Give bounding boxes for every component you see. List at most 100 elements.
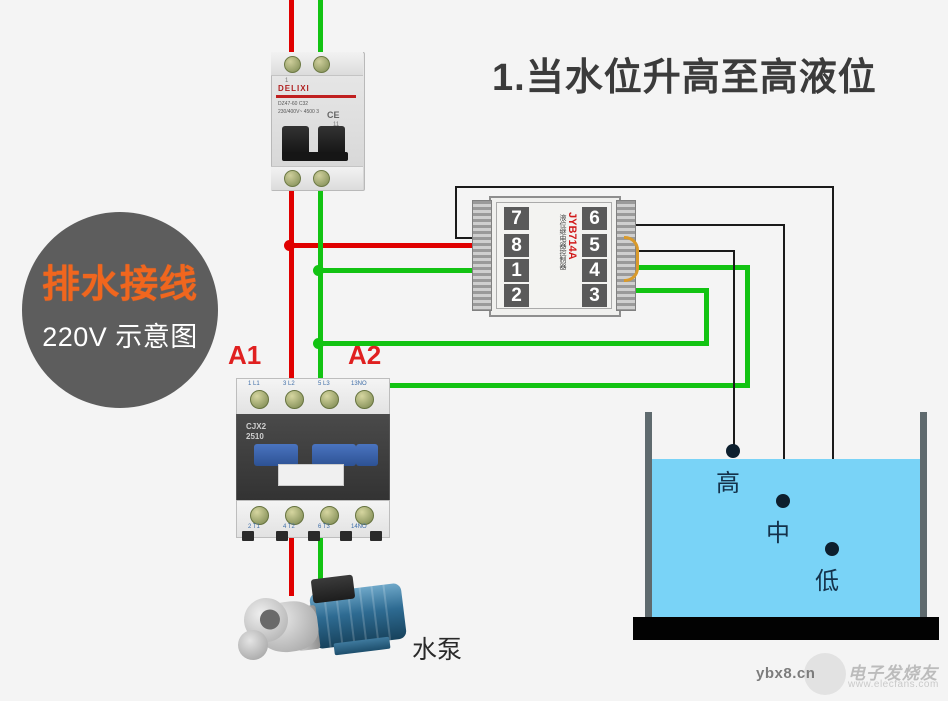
tank-wall-left <box>645 412 652 620</box>
breaker-terminal-screw-l2[interactable] <box>313 56 330 73</box>
relay-pin-8[interactable]: 8 <box>504 234 529 257</box>
breaker-spec: DZ47-60 C32 230/400V~ 4500 3 <box>278 101 320 115</box>
watermark-circle-icon <box>804 653 846 695</box>
relay-pin-3[interactable]: 3 <box>582 284 607 307</box>
relay-pin-7[interactable]: 7 <box>504 207 529 230</box>
contactor-claw-2 <box>276 531 288 541</box>
junction-green-a2 <box>313 338 324 349</box>
contactor-model-line2: 2510 <box>246 432 264 442</box>
info-badge: 排水接线 220V 示意图 <box>22 212 218 408</box>
probe-electrode-low <box>825 542 839 556</box>
breaker-lever-bar[interactable] <box>282 152 348 161</box>
label-coil-a1: A1 <box>228 340 262 370</box>
tank-base <box>633 617 939 640</box>
contactor-screw-t1[interactable] <box>250 506 269 525</box>
contactor-blue-bridge-left <box>254 444 298 466</box>
wire-green-to-relay-pin1 <box>318 268 481 273</box>
label-level-mid: 中 <box>766 520 790 547</box>
relay-pin-2[interactable]: 2 <box>504 284 529 307</box>
contactor-claw-3 <box>308 531 320 541</box>
contactor-screw-l3[interactable] <box>320 390 339 409</box>
wire-black-pin6-across <box>628 224 784 226</box>
water-tank <box>633 412 939 640</box>
contactor-white-plate <box>278 464 344 486</box>
page-title: 1.当水位升高至高液位 <box>492 57 877 99</box>
relay-pin-4[interactable]: 4 <box>582 259 607 282</box>
level-relay[interactable]: 7 8 1 2 6 5 4 3 JYB714A 液位继电器控制器 <box>472 196 639 317</box>
wire-red-to-relay-pin8 <box>289 243 481 248</box>
contactor-term-label-l2: 3 L2 <box>283 381 295 387</box>
wire-green-top <box>318 0 323 56</box>
contactor-claw-5 <box>370 531 382 541</box>
wire-black-pin7-stub <box>455 237 479 239</box>
tank-wall-right <box>920 412 927 620</box>
contactor-term-label-l1: 1 L1 <box>248 381 260 387</box>
wire-black-pin7-up <box>455 186 457 239</box>
water-pump <box>238 574 408 664</box>
wire-green-up-to-pin3 <box>704 288 709 344</box>
badge-title: 排水接线 <box>41 263 198 306</box>
relay-retainer-hook-icon <box>624 236 639 282</box>
wire-black-to-low-probe <box>832 186 834 548</box>
tank-water <box>652 459 920 620</box>
breaker-terminal-screw-l1[interactable] <box>284 56 301 73</box>
contactor-screw-l1[interactable] <box>250 390 269 409</box>
contactor-term-label-t3: 6 T3 <box>318 524 330 530</box>
pump-terminal-box <box>310 574 356 604</box>
pump-inlet-hole <box>258 608 282 631</box>
contactor-model: CJX2 2510 <box>246 422 266 443</box>
probe-electrode-high <box>726 444 740 458</box>
probe-electrode-mid <box>776 494 790 508</box>
wire-black-to-high-probe <box>733 250 735 450</box>
wire-green-pin4-return <box>318 383 750 388</box>
relay-chinese-label: 液位继电器控制器 <box>559 214 566 270</box>
contactor-screw-t2[interactable] <box>285 506 304 525</box>
contactor-screw-no[interactable] <box>355 390 374 409</box>
wire-green-from-pin4 <box>628 265 750 270</box>
watermark-url: www.elecfans.com <box>848 679 939 690</box>
label-coil-a2: A2 <box>348 340 382 370</box>
contactor-term-label-nc: 14NO <box>351 524 367 530</box>
relay-clip-right <box>616 200 636 311</box>
label-water-pump: 水泵 <box>412 636 463 664</box>
wire-red-top <box>289 0 294 56</box>
relay-clip-left <box>472 200 492 311</box>
wire-black-pin7-across <box>455 186 834 188</box>
wire-green-a2-run <box>318 341 709 346</box>
wire-black-to-mid-probe <box>783 224 785 500</box>
label-level-low: 低 <box>815 568 839 595</box>
relay-pin-5[interactable]: 5 <box>582 234 607 257</box>
breaker-pole-num-left: 1 <box>285 78 289 84</box>
contactor-term-label-t1: 2 T1 <box>248 524 260 530</box>
contactor-screw-nc[interactable] <box>355 506 374 525</box>
contactor-blue-bridge-right <box>312 444 356 466</box>
wire-green-pin4-down <box>745 265 750 387</box>
label-level-high: 高 <box>716 470 740 497</box>
contactor-screw-l2[interactable] <box>285 390 304 409</box>
wire-black-pin5-across <box>628 250 734 252</box>
relay-pin-1[interactable]: 1 <box>504 259 529 282</box>
ac-contactor[interactable]: 1 L1 3 L2 5 L3 13NO 2 T1 4 T2 6 T3 14NO … <box>236 378 390 541</box>
wire-green-breaker-to-contactor <box>318 182 323 388</box>
wire-red-breaker-to-contactor <box>289 182 294 388</box>
contactor-claw-1 <box>242 531 254 541</box>
circuit-breaker[interactable]: DELIXI DZ47-60 C32 230/400V~ 4500 3 CE 1… <box>271 52 365 191</box>
watermark-site-name: 电子发烧友 <box>848 664 938 683</box>
contactor-term-label-t2: 4 T2 <box>283 524 295 530</box>
breaker-terminal-screw-t1[interactable] <box>284 170 301 187</box>
contactor-blue-bridge-aux <box>356 444 378 466</box>
breaker-terminal-screw-t2[interactable] <box>313 170 330 187</box>
relay-pin-6[interactable]: 6 <box>582 207 607 230</box>
breaker-brand: DELIXI <box>278 84 310 93</box>
breaker-pole-num-right: 11 <box>333 122 340 128</box>
contactor-screw-t3[interactable] <box>320 506 339 525</box>
contactor-model-line1: CJX2 <box>246 422 267 431</box>
relay-model-label: JYB714A <box>566 212 578 260</box>
wire-red-contactor-to-pump <box>289 528 294 596</box>
contactor-claw-4 <box>340 531 352 541</box>
wire-green-to-relay-pin3 <box>628 288 709 293</box>
wire-green-contactor-to-pump <box>318 528 323 596</box>
contactor-term-label-l3: 5 L3 <box>318 381 330 387</box>
breaker-accent-line <box>276 95 356 98</box>
